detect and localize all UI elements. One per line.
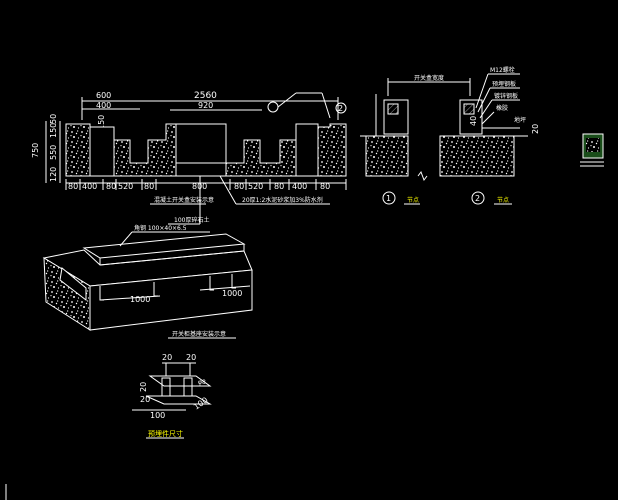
section-caption: 混凝土开关盒安装示意 [154, 196, 214, 204]
callout-circle-small [267, 101, 279, 113]
dim-bottom-3: 520 [118, 182, 133, 191]
dim-left-50: 50 [49, 114, 58, 124]
dim-left-150: 150 [49, 123, 58, 138]
note-mortar: 20厚1:2水泥砂浆加3%防水剂 [242, 196, 323, 204]
dim-top-center-width: 920 [198, 101, 213, 110]
dim-top-sub-width: 400 [96, 101, 111, 110]
dim-bottom-10: 80 [320, 182, 330, 191]
node-grade-label: 地坪 [514, 116, 526, 124]
node-dim-20: 20 [531, 124, 540, 134]
dim-bottom-9: 400 [292, 182, 307, 191]
embed-dim-diag: 100 [192, 396, 210, 412]
embed-dim-top-a: 20 [162, 353, 172, 362]
embed-dim-left: 20 [139, 382, 148, 392]
node-label-2: 节点 [497, 196, 509, 204]
dim-inner-150: 150 [97, 115, 106, 130]
node-detail-view: 开关盒宽度 M12螺栓 预埋钢板 镀锌钢板 橡胶 40 20 地坪 1 节点 [360, 66, 540, 205]
dim-bottom-6: 80 [234, 182, 244, 191]
callout-2-label: 2 [338, 104, 343, 113]
dim-left-550: 550 [49, 145, 58, 160]
node-num-1: 1 [386, 194, 391, 203]
node-note-bolt: M12螺栓 [490, 66, 515, 74]
section-center-cavity [175, 123, 227, 177]
node-top-label: 开关盒宽度 [414, 74, 444, 82]
embed-dim-side: φ8 [198, 379, 206, 386]
dim-left-total: 750 [31, 143, 40, 158]
embed-dim-top-b: 20 [186, 353, 196, 362]
embed-caption: 预埋件尺寸 [148, 429, 183, 438]
iso-dim-1000b: 1000 [222, 289, 242, 298]
callout-circle-2 [335, 102, 347, 114]
dim-bottom-7: 520 [248, 182, 263, 191]
dim-bottom-8: 80 [274, 182, 284, 191]
iso-caption: 开关柜基座安装示意 [172, 330, 226, 338]
node-note-plate: 预埋钢板 [492, 80, 516, 88]
isometric-view: 1000 1000 角钢 100×40×6.5 开关柜基座安装示意 [42, 224, 253, 339]
embed-detail-view: 20 20 20 20 φ8 100 100 预埋件尺寸 [132, 353, 212, 439]
dim-bottom-2: 80 [106, 182, 116, 191]
node-label-1: 节点 [407, 196, 419, 204]
iso-dim-1000: 1000 [130, 295, 150, 304]
dim-bottom-4: 80 [144, 182, 154, 191]
note-concrete: 100厚碎石土 [174, 216, 209, 224]
dim-overall-width: 2560 [194, 91, 217, 101]
dim-bottom-1: 400 [82, 182, 97, 191]
node-dim-40: 40 [469, 116, 478, 126]
dim-top-left-width: 600 [96, 91, 111, 100]
thumbnail-icon[interactable] [580, 133, 604, 167]
node-note-steel: 镀锌钢板 [494, 92, 518, 100]
dim-left-120: 120 [49, 167, 58, 182]
dim-bottom-0: 80 [68, 182, 78, 191]
embed-dim-bottom: 100 [150, 411, 165, 420]
embed-dim-left-b: 20 [140, 395, 150, 404]
node-num-2: 2 [475, 194, 480, 203]
iso-top-note: 角钢 100×40×6.5 [134, 224, 187, 232]
section-view: 2560 600 400 920 750 120 550 150 50 200 … [31, 91, 347, 225]
node-note-rubber: 橡胶 [496, 104, 508, 112]
